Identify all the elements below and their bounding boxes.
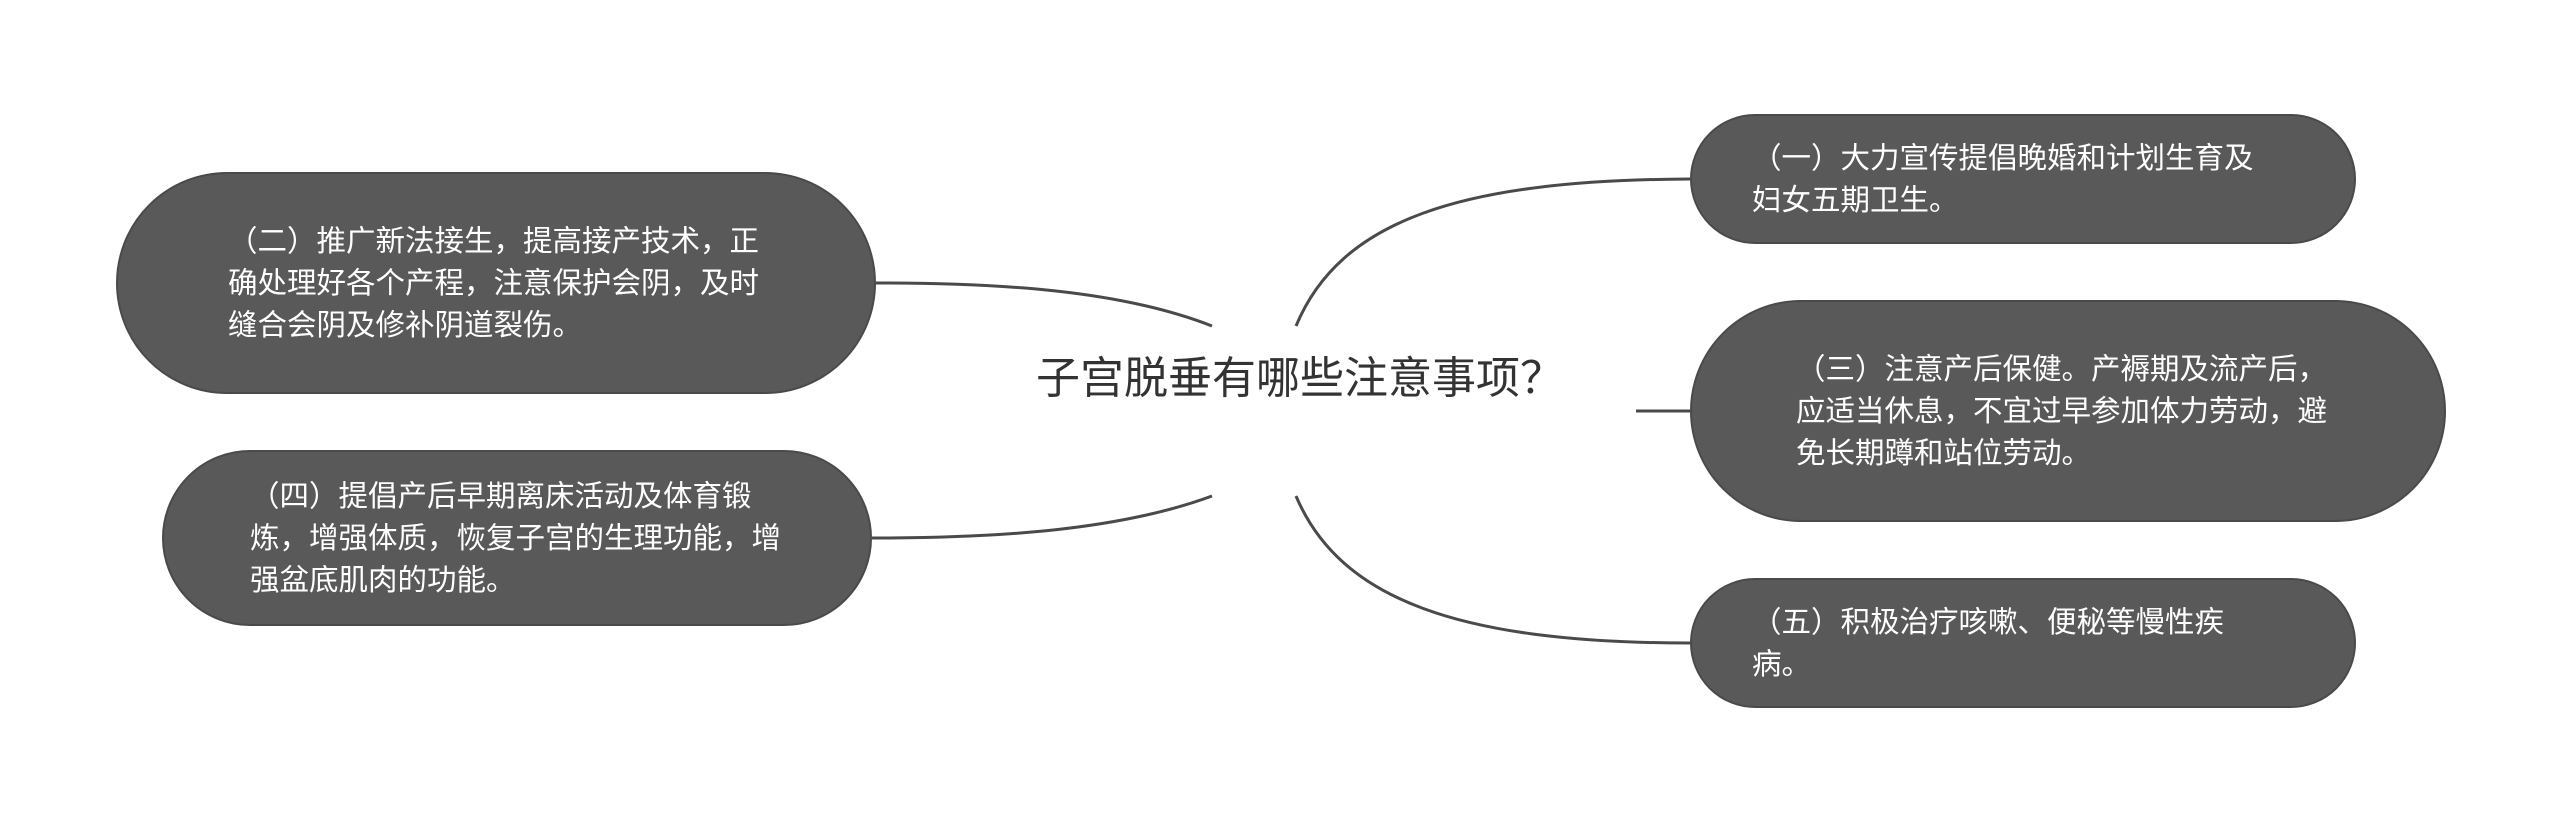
topic-node-one-text: （一）大力宣传提倡晚婚和计划生育及妇女五期卫生。 <box>1752 141 2254 217</box>
topic-node-four: （四）提倡产后早期离床活动及体育锻炼，增强体质，恢复子宫的生理功能，增强盆底肌肉… <box>162 450 872 626</box>
topic-node-three: （三）注意产后保健。产褥期及流产后，应适当休息，不宜过早参加体力劳动，避免长期蹲… <box>1690 300 2446 522</box>
topic-node-four-text: （四）提倡产后早期离床活动及体育锻炼，增强体质，恢复子宫的生理功能，增强盆底肌肉… <box>250 479 782 597</box>
topic-node-two-text: （二）推广新法接生，提高接产技术，正确处理好各个产程，注意保护会阴，及时缝合会阴… <box>228 224 760 342</box>
connector-center-to-four <box>871 494 1213 540</box>
center-topic: 子宫脱垂有哪些注意事项？ <box>1036 353 1564 404</box>
connector-center-to-one <box>1294 177 1691 327</box>
connector-center-to-five <box>1294 495 1691 645</box>
topic-node-one: （一）大力宣传提倡晚婚和计划生育及妇女五期卫生。 <box>1690 114 2356 244</box>
topic-node-five: （五）积极治疗咳嗽、便秘等慢性疾病。 <box>1690 578 2356 708</box>
topic-node-five-text: （五）积极治疗咳嗽、便秘等慢性疾病。 <box>1752 605 2225 681</box>
topic-node-two: （二）推广新法接生，提高接产技术，正确处理好各个产程，注意保护会阴，及时缝合会阴… <box>116 172 876 394</box>
connector-center-to-two <box>875 281 1213 328</box>
topic-node-three-text: （三）注意产后保健。产褥期及流产后，应适当休息，不宜过早参加体力劳动，避免长期蹲… <box>1796 352 2328 470</box>
